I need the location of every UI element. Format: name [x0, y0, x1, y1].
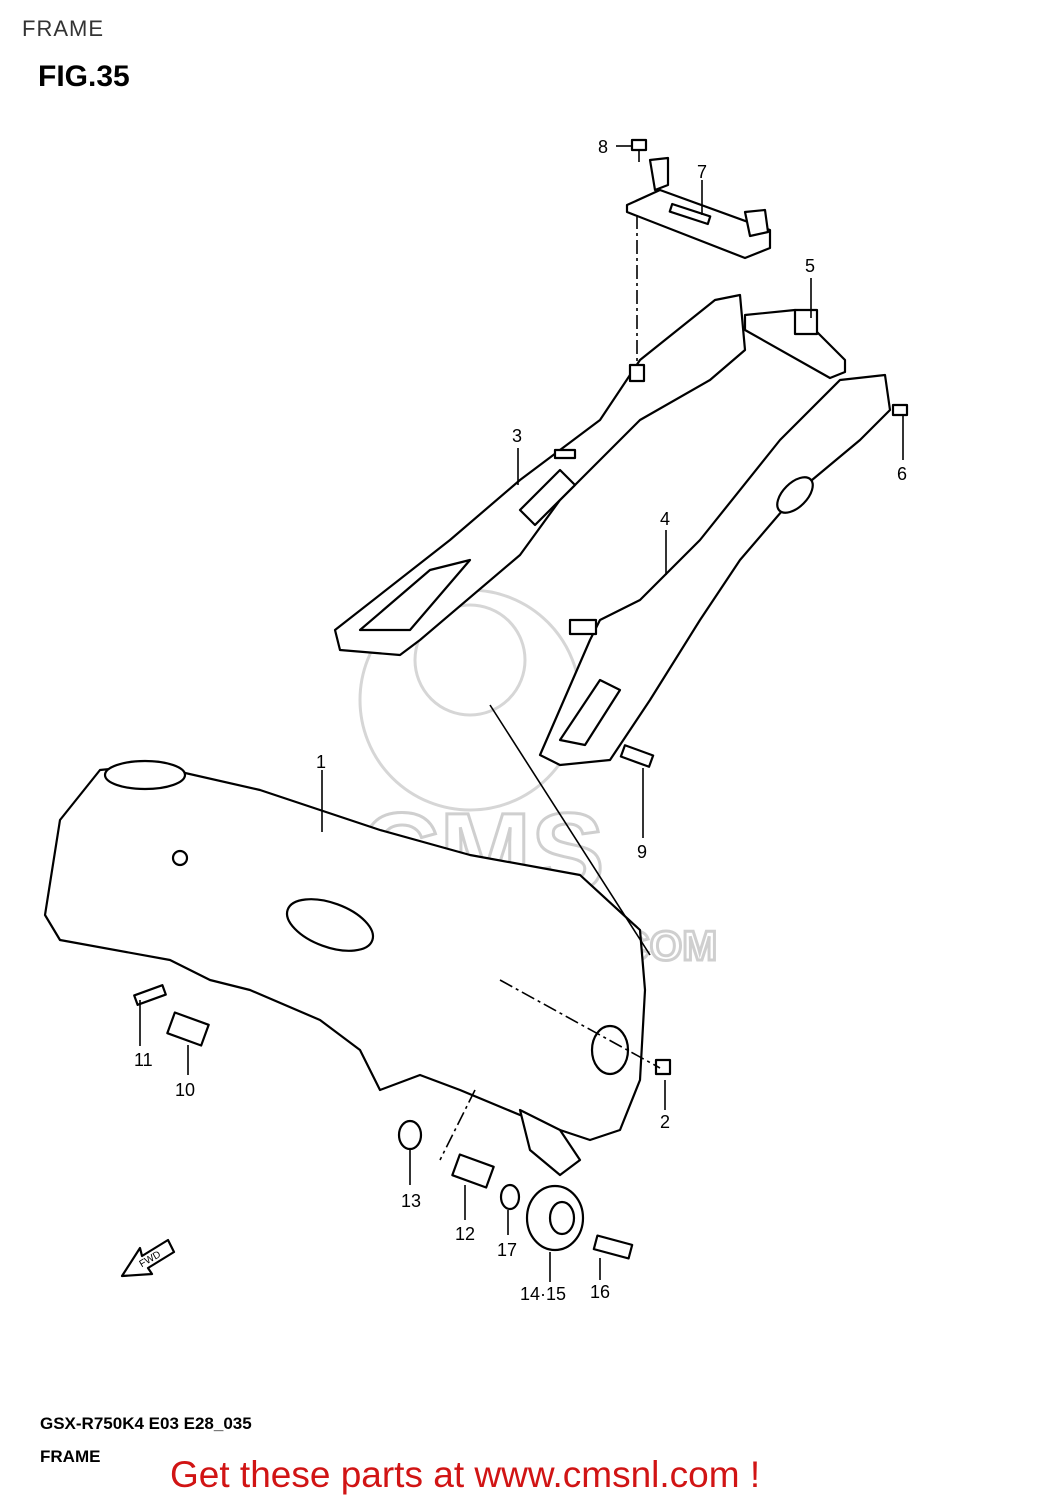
section-title: FRAME: [22, 16, 104, 41]
callout-12: 12: [455, 1224, 475, 1244]
callout-1: 1: [316, 752, 326, 772]
callout-6: 6: [897, 464, 907, 484]
callout-16: 16: [590, 1282, 610, 1302]
leader-lines: [139, 145, 904, 1282]
callout-9: 9: [637, 842, 647, 862]
callout-11: 11: [134, 1050, 153, 1070]
callout-3: 3: [512, 426, 522, 446]
part-16-bolt: [592, 1234, 634, 1260]
part-9-bolt: [619, 744, 655, 768]
footer-title: FRAME: [40, 1447, 101, 1466]
callout-13: 13: [401, 1191, 421, 1211]
part-4-seat-rail-right: [538, 373, 892, 767]
callout-labels: 8 7 5 3 6 4 1 9 11 10 2 13 12 17 14·15 1…: [134, 137, 907, 1304]
part-3-seat-rail-left: [333, 293, 747, 657]
promo-link[interactable]: Get these parts at www.cmsnl.com !: [170, 1454, 761, 1495]
part-2-nut: [654, 1058, 672, 1076]
part-12-pivot: [451, 1153, 495, 1189]
callout-14-15: 14·15: [520, 1284, 566, 1304]
figure-number: FIG.35: [38, 60, 130, 93]
callout-7: 7: [697, 162, 707, 182]
callout-2: 2: [660, 1112, 670, 1132]
part-11-bolt: [133, 984, 167, 1006]
part-10-collar: [166, 1011, 210, 1047]
callout-4: 4: [660, 509, 670, 529]
part-1-main-frame: [43, 759, 647, 1177]
part-7-bracket: [625, 156, 772, 260]
forward-arrow-icon: FWD: [120, 1238, 176, 1278]
part-6-bolt: [891, 403, 909, 417]
callout-10: 10: [175, 1080, 195, 1100]
part-8-bolt: [630, 138, 648, 162]
callout-5: 5: [805, 256, 815, 276]
part-5-crossmember: [743, 308, 847, 380]
callout-17: 17: [497, 1240, 517, 1260]
part-14-15-bushing: [525, 1184, 585, 1252]
part-13-washer: [397, 1119, 423, 1151]
part-17-washer: [499, 1183, 521, 1211]
model-code: GSX-R750K4 E03 E28_035: [40, 1414, 252, 1433]
callout-8: 8: [598, 137, 608, 157]
